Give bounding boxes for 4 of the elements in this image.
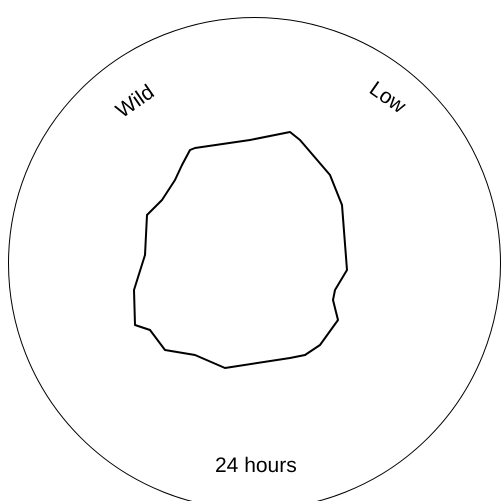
dish-label: Low bbox=[364, 77, 410, 119]
dish-circle bbox=[8, 17, 501, 501]
dish-label: 24 hours bbox=[215, 454, 297, 478]
dish-label: Wild bbox=[111, 80, 159, 124]
